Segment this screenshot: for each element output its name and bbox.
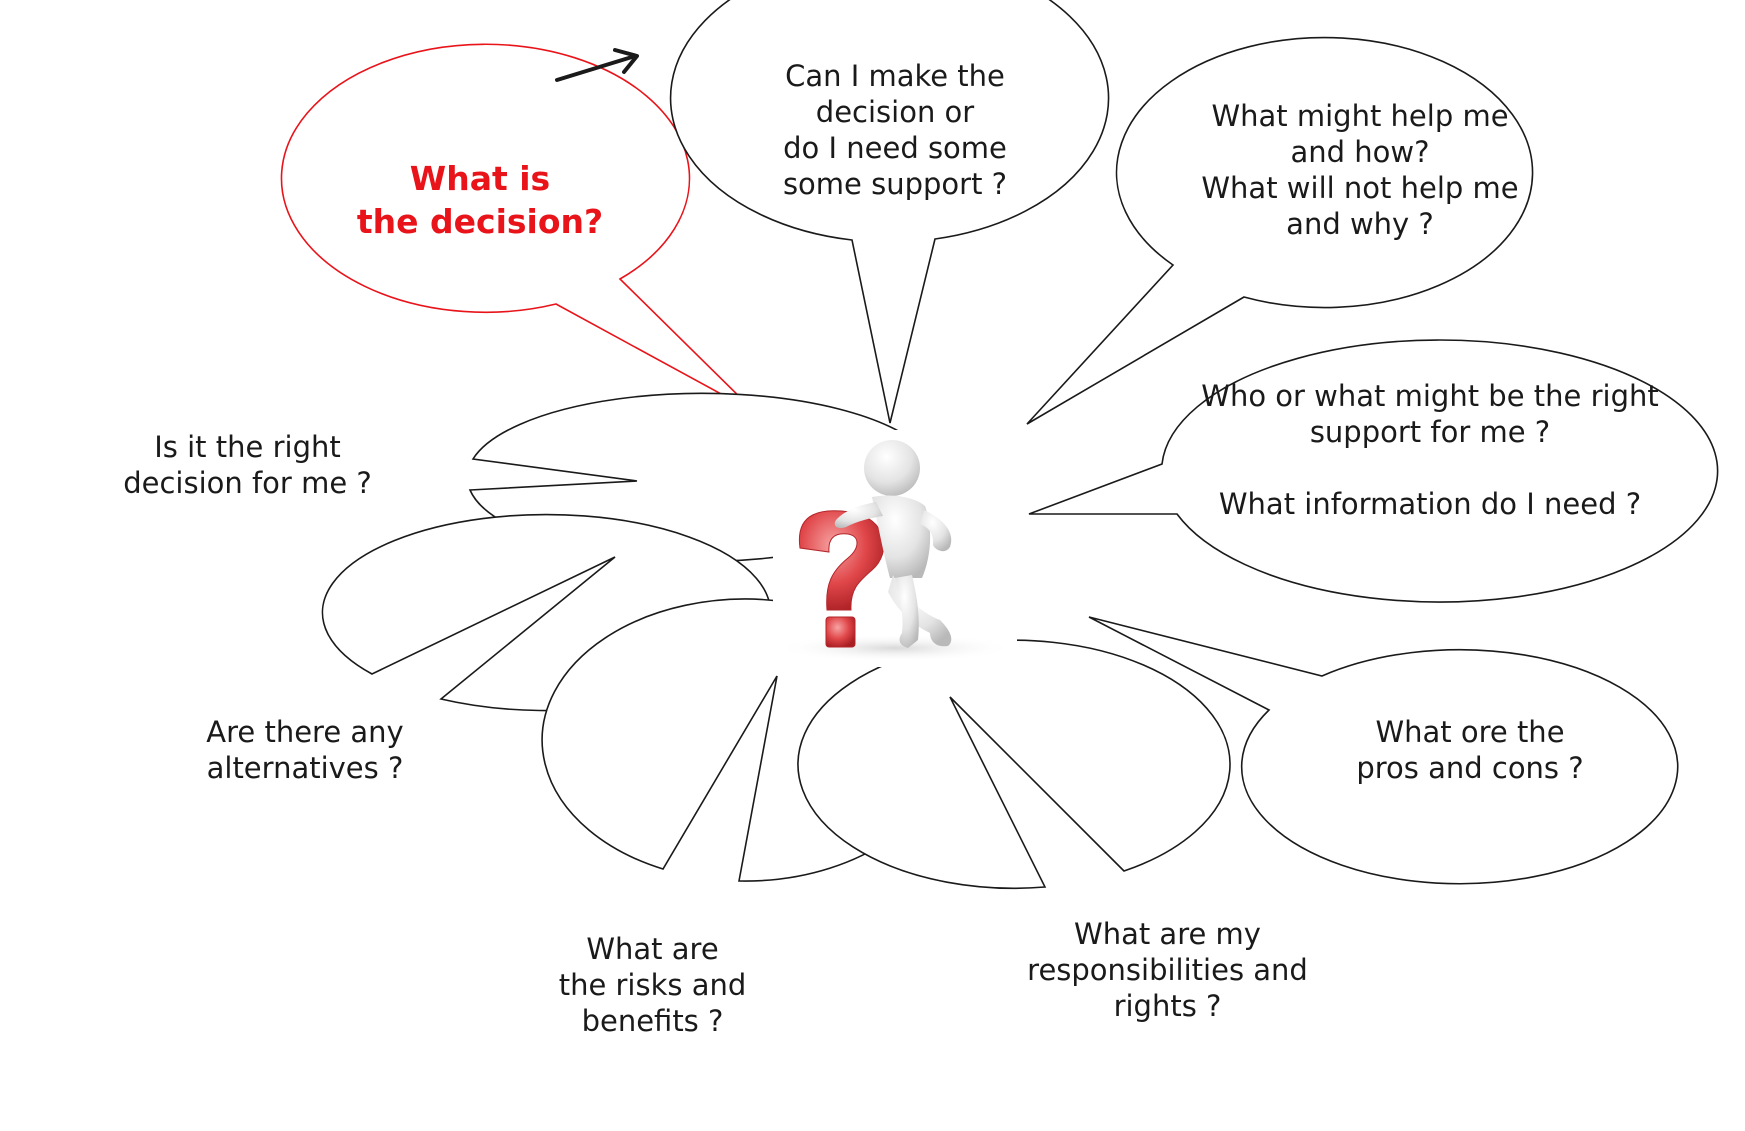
bubble-risks: What are the risks and benefits ?: [520, 920, 785, 1050]
bubble-decision: What is the decision?: [300, 130, 660, 270]
bubble-responsibilities-line-3: rights ?: [1113, 989, 1222, 1023]
bubble-support-line-3: do I need some: [783, 131, 1007, 165]
bubble-pros-outline: [1088, 616, 1679, 885]
bubble-right-line-2: decision for me ?: [123, 466, 372, 500]
bubble-decision-outline: [280, 43, 757, 414]
bubble-risks-line-3: benefits ?: [581, 1004, 724, 1038]
bubble-help-line-1: What might help me: [1211, 99, 1509, 133]
bubble-pros-line-1: What ore the: [1375, 715, 1565, 749]
bubble-info-outline: [1028, 339, 1719, 603]
bubble-risks-line-2: the risks and: [558, 968, 747, 1002]
bubble-alternatives-line-2: alternatives ?: [206, 751, 404, 785]
thinking-figure-question-mark-icon: [773, 430, 1017, 667]
bubble-help-outline: [1026, 36, 1534, 425]
bubble-support-line-4: some support ?: [782, 167, 1008, 201]
bubble-responsibilities: What are my responsibilities and rights …: [1000, 905, 1335, 1035]
bubble-help-line-3: What will not help me: [1201, 171, 1519, 205]
bubble-responsibilities-line-1: What are my: [1074, 917, 1261, 951]
bubble-pros: What ore the pros and cons ?: [1320, 700, 1620, 800]
bubble-support-line-2: decision or: [815, 95, 975, 129]
bubble-decision-line-2: the decision?: [356, 202, 604, 241]
bubble-decision-line-1: What is: [409, 159, 551, 198]
bubble-info-line-2: support for me ?: [1309, 415, 1551, 449]
bubble-alternatives: Are there any alternatives ?: [150, 700, 460, 800]
bubble-right: Is it the right decision for me ?: [90, 415, 405, 515]
bubble-info-line-1: Who or what might be the right: [1201, 379, 1659, 413]
bubble-info: Who or what might be the right support f…: [1175, 370, 1685, 530]
bubble-support: Can I make the decision or do I need som…: [700, 50, 1090, 210]
bubble-support-outline: [669, 0, 1110, 424]
bubble-pros-line-2: pros and cons ?: [1356, 751, 1584, 785]
bubble-right-line-1: Is it the right: [154, 430, 341, 464]
bubble-risks-line-1: What are: [586, 932, 719, 966]
bubble-support-line-1: Can I make the: [785, 59, 1005, 93]
arrow-icon: [555, 48, 639, 82]
bubble-help-line-2: and how?: [1290, 135, 1430, 169]
bubble-info-line-4: What information do I need ?: [1218, 487, 1642, 521]
bubble-help-line-4: and why ?: [1286, 207, 1434, 241]
bubble-responsibilities-outline: [797, 639, 1231, 890]
bubble-responsibilities-line-2: responsibilities and: [1027, 953, 1308, 987]
bubble-help: What might help me and how? What will no…: [1150, 90, 1570, 250]
bubble-alternatives-line-1: Are there any: [206, 715, 404, 749]
